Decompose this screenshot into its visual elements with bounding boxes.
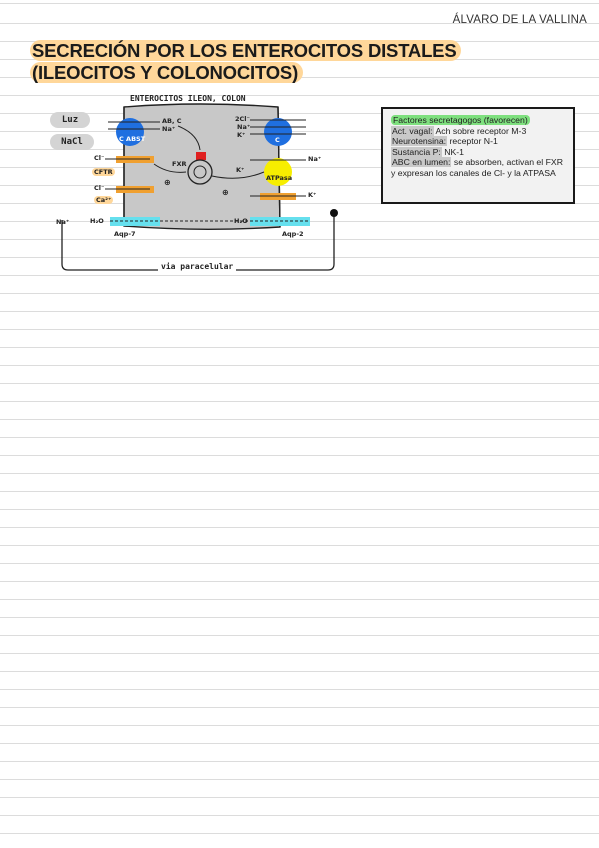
paracellular-label: via paracelular <box>158 262 237 271</box>
left-in-bottom: Na⁺ <box>162 125 176 133</box>
diagram-drawing <box>61 103 338 271</box>
left-channel-label: C ABST <box>119 135 146 143</box>
note-item: Sustancia P: NK-1 <box>391 146 565 158</box>
lumen-label: Luz <box>50 112 90 128</box>
diagram-heading: ENTEROCITOS ILEON, COLON <box>130 94 246 103</box>
fxr-nucleus-inner <box>193 165 207 179</box>
title-line-2: (ILEOCITOS Y COLONOCITOS) <box>30 62 304 83</box>
note-item-term: Sustancia P: <box>391 146 442 157</box>
note-item: Neurotensina: receptor N-1 <box>391 136 565 147</box>
plus-right: ⊕ <box>222 188 229 197</box>
title-line-1: SECRECIÓN POR LOS ENTEROCITOS DISTALES <box>30 40 462 61</box>
left-in-top: AB, C <box>162 117 182 125</box>
note-item-text: se absorben, activan el FXR y expresan l… <box>391 157 563 178</box>
note-item-text: receptor N-1 <box>447 136 498 147</box>
cftr-label: CFTR <box>92 168 115 176</box>
note-item-term: Act. vagal: <box>391 125 434 136</box>
secretagogue-note: Factores secretagogos (favorecen) Act. v… <box>381 107 575 204</box>
aqp-right-label: Aqp-2 <box>282 230 304 238</box>
ca-label: Ca²⁺ <box>94 196 114 204</box>
k-right-label: K⁺ <box>308 191 317 199</box>
author-name: ÁLVARO DE LA VALLINA <box>452 14 587 26</box>
fxr-arrow-right <box>211 171 265 179</box>
right-in-2: Na⁺ <box>237 123 251 131</box>
note-item-term: ABC en lumen: <box>391 157 452 168</box>
page-title: SECRECIÓN POR LOS ENTEROCITOS DISTALES (… <box>30 40 462 84</box>
fxr-label: FXR <box>172 160 187 168</box>
h2o-right-label: H₂O <box>234 217 248 225</box>
atpase-channel <box>264 158 292 186</box>
note-item-text: NK-1 <box>441 146 464 157</box>
k-left-label: K⁺ <box>236 166 245 174</box>
fxr-nucleus <box>187 159 213 185</box>
right-blue-channel <box>264 118 292 146</box>
right-in-3: K⁺ <box>237 131 246 139</box>
nacl-label: NaCl <box>50 134 94 150</box>
aqp-left-label: Aqp-7 <box>114 230 136 238</box>
h2o-left-label: H₂O <box>90 217 104 225</box>
right-channel-label: C <box>275 136 280 144</box>
note-item-term: Neurotensina: <box>391 136 448 147</box>
atpasa-label: ATPasa <box>266 174 293 182</box>
fxr-arrow-in <box>177 125 201 151</box>
note-item-text: Ach sobre receptor M-3 <box>433 125 527 136</box>
note-heading: Factores secretagogos (favorecen) <box>391 115 530 125</box>
cl-bottom-label: Cl⁻ <box>94 184 105 192</box>
fxr-arrow-left <box>153 163 187 173</box>
note-item: Act. vagal: Ach sobre receptor M-3 <box>391 125 565 137</box>
right-in-1: 2Cl⁻ <box>235 115 250 123</box>
left-blue-channel <box>116 118 144 146</box>
plus-left: ⊕ <box>164 178 171 187</box>
na-out-label: Na⁺ <box>56 218 70 226</box>
na-right-label: Na⁺ <box>308 155 322 163</box>
cl-top-label: Cl⁻ <box>94 154 105 162</box>
note-item: ABC en lumen: se absorben, activan el FX… <box>391 157 565 178</box>
enterocyte-diagram: ENTEROCITOS ILEON, COLON Luz NaCl C ABST… <box>50 92 350 287</box>
paracellular-dot <box>330 209 338 217</box>
fxr-receptor <box>196 152 206 160</box>
